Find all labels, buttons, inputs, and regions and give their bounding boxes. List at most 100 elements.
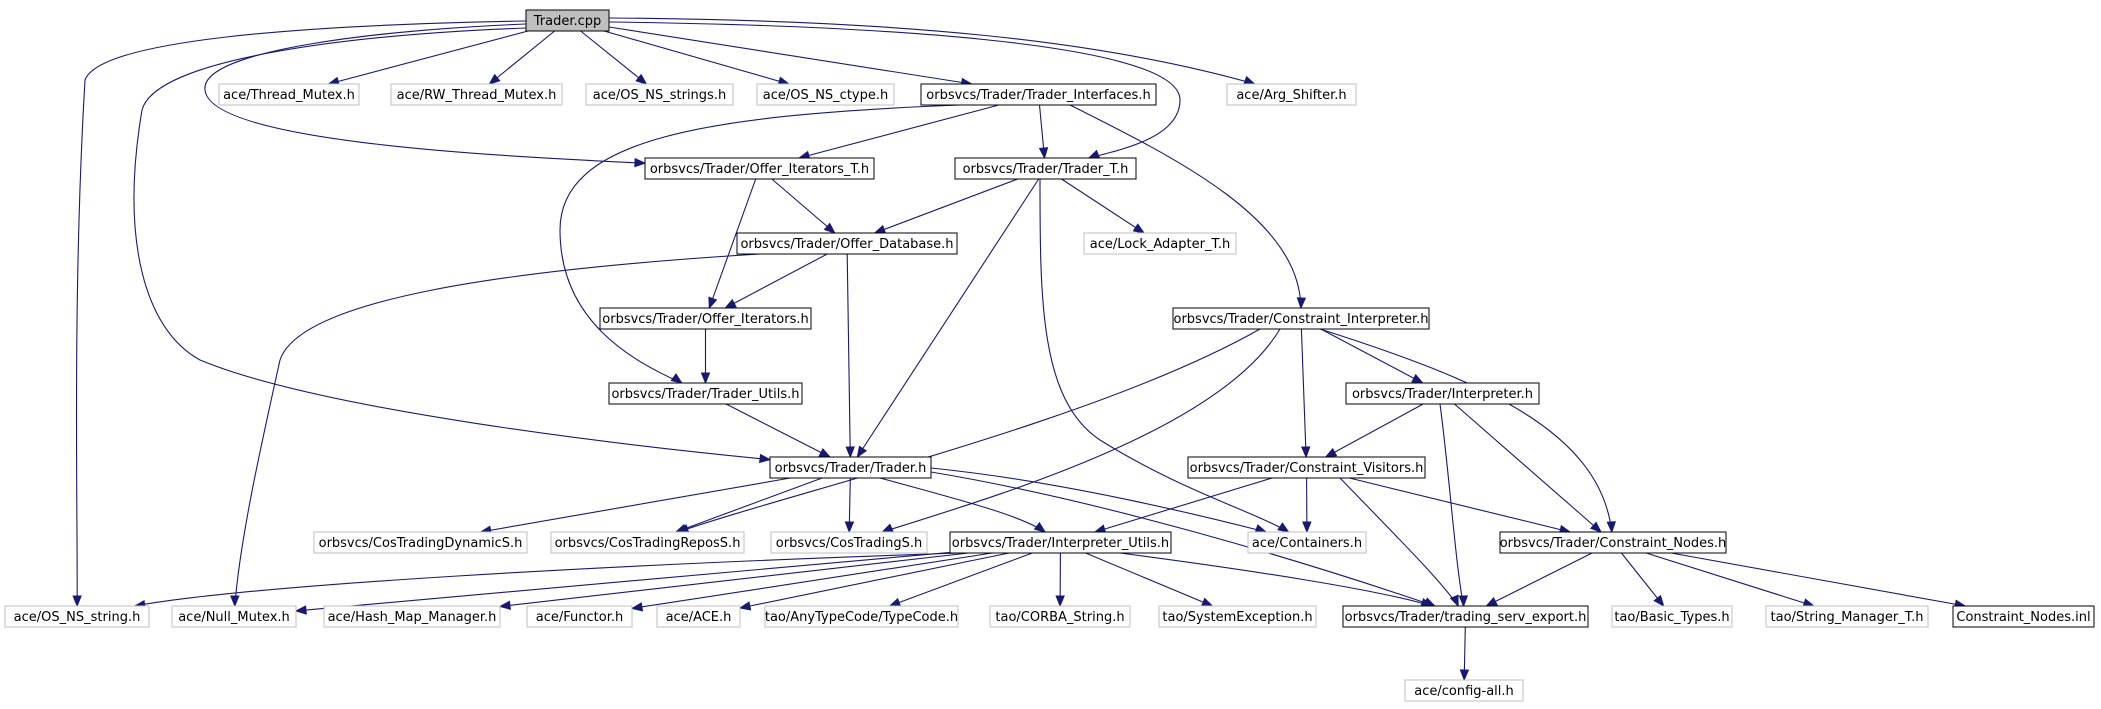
node-rw-thread-mutex[interactable]: ace/RW_Thread_Mutex.h xyxy=(390,83,563,106)
edge-offer_iterators-to-trader_utils xyxy=(700,329,711,385)
node-box xyxy=(390,83,563,106)
node-offer-iterators[interactable]: orbsvcs/Trader/Offer_Iterators.h xyxy=(599,307,812,330)
node-trader-t[interactable]: orbsvcs/Trader/Trader_T.h xyxy=(954,157,1137,180)
node-interpreter[interactable]: orbsvcs/Trader/Interpreter.h xyxy=(1345,382,1540,405)
node-label: tao/SystemException.h xyxy=(1162,610,1312,625)
node-offer-iterators-t[interactable]: orbsvcs/Trader/Offer_Iterators_T.h xyxy=(644,157,875,180)
node-interpreter-utils[interactable]: orbsvcs/Trader/Interpreter_Utils.h xyxy=(949,531,1172,554)
node-trader-interfaces[interactable]: orbsvcs/Trader/Trader_Interfaces.h xyxy=(920,83,1157,106)
node-label: ace/Containers.h xyxy=(1252,536,1362,551)
edge-trader_interfaces-to-trader_utils xyxy=(559,104,961,384)
node-constraint-nodes[interactable]: orbsvcs/Trader/Constraint_Nodes.h xyxy=(1499,531,1727,554)
node-cos-trading[interactable]: orbsvcs/CosTradingS.h xyxy=(770,531,928,554)
node-root[interactable]: Trader.cpp xyxy=(525,9,610,32)
node-box xyxy=(949,531,1172,554)
node-label: ace/Hash_Map_Manager.h xyxy=(328,610,497,625)
node-label: ace/OS_NS_ctype.h xyxy=(763,88,889,103)
node-box xyxy=(770,531,928,554)
file-nodes: Trader.cpp ace/Thread_Mutex.h ace/RW_Threa… xyxy=(4,9,2095,702)
edge-line xyxy=(631,552,993,609)
node-arg-shifter[interactable]: ace/Arg_Shifter.h xyxy=(1226,83,1357,106)
node-box xyxy=(1083,232,1237,255)
arrow-head xyxy=(708,296,718,310)
arrow-head xyxy=(1302,521,1312,534)
node-system-exception[interactable]: tao/SystemException.h xyxy=(1158,605,1317,628)
node-config-all[interactable]: ace/config-all.h xyxy=(1404,679,1524,702)
node-label: orbsvcs/Trader/Trader_T.h xyxy=(963,162,1129,177)
node-containers[interactable]: ace/Containers.h xyxy=(1247,531,1367,554)
node-thread-mutex[interactable]: ace/Thread_Mutex.h xyxy=(218,83,360,106)
node-box xyxy=(1158,605,1317,628)
edge-root-to-os_ns_ctype xyxy=(603,30,791,86)
edge-interpreter-to-constraint_nodes xyxy=(1454,403,1602,533)
arrow-head xyxy=(1300,446,1311,459)
node-constraint-interpreter[interactable]: orbsvcs/Trader/Constraint_Interpreter.h xyxy=(1172,307,1430,330)
edge-offer_database-to-trader_h xyxy=(845,253,855,459)
node-label: ace/Arg_Shifter.h xyxy=(1236,88,1346,103)
arrow-head xyxy=(856,445,868,459)
arrow-head xyxy=(1459,669,1470,682)
node-label: orbsvcs/Trader/Offer_Database.h xyxy=(740,237,953,252)
node-trader-utils[interactable]: orbsvcs/Trader/Trader_Utils.h xyxy=(608,382,803,405)
arrow-head xyxy=(700,372,711,385)
edge-line xyxy=(1039,178,1289,533)
node-box xyxy=(550,531,745,554)
node-label: orbsvcs/Trader/Trader_Interfaces.h xyxy=(926,88,1150,103)
node-constraint-nodes-inl[interactable]: Constraint_Nodes.inl xyxy=(1952,605,2095,628)
node-box xyxy=(736,232,958,255)
arrow-head xyxy=(881,523,894,533)
node-string-manager-t[interactable]: tao/String_Manager_T.h xyxy=(1765,605,1929,628)
edge-interpreter_utils-to-functor xyxy=(630,552,993,612)
node-offer-database[interactable]: orbsvcs/Trader/Offer_Database.h xyxy=(736,232,958,255)
node-functor[interactable]: ace/Functor.h xyxy=(526,605,633,628)
node-trading-serv-export[interactable]: orbsvcs/Trader/trading_serv_export.h xyxy=(1342,605,1589,628)
arrow-head xyxy=(634,157,647,168)
node-constraint-visitors[interactable]: orbsvcs/Trader/Constraint_Visitors.h xyxy=(1187,456,1426,479)
node-box xyxy=(989,605,1131,628)
arrow-head xyxy=(230,595,240,608)
edge-line xyxy=(1439,403,1465,607)
node-os-ns-ctype[interactable]: ace/OS_NS_ctype.h xyxy=(756,83,895,106)
edge-trader_interfaces-to-trader_t xyxy=(1038,104,1049,160)
edge-line xyxy=(1119,552,1432,607)
edge-constraint_visitors-to-containers xyxy=(1302,477,1312,534)
node-cos-repos[interactable]: orbsvcs/CosTradingReposS.h xyxy=(550,531,745,554)
arrow-head xyxy=(635,73,648,85)
edge-line xyxy=(1320,328,1423,384)
edge-trader_t-to-offer_database xyxy=(873,178,1018,234)
node-trader-h[interactable]: orbsvcs/Trader/Trader.h xyxy=(769,456,932,479)
arrow-head xyxy=(1243,75,1256,85)
node-label: ace/OS_NS_strings.h xyxy=(593,88,726,103)
node-box xyxy=(1952,605,2095,628)
edge-interpreter_utils-to-os_ns_string xyxy=(133,552,961,610)
node-os-ns-string[interactable]: ace/OS_NS_string.h xyxy=(4,605,150,628)
node-lock-adapter-t[interactable]: ace/Lock_Adapter_T.h xyxy=(1083,232,1237,255)
node-corba-string[interactable]: tao/CORBA_String.h xyxy=(989,605,1131,628)
node-label: ace/Functor.h xyxy=(536,610,623,625)
node-box xyxy=(313,531,528,554)
node-box xyxy=(171,605,297,628)
node-typecode[interactable]: tao/AnyTypeCode/TypeCode.h xyxy=(764,605,959,628)
node-cos-dynamic[interactable]: orbsvcs/CosTradingDynamicS.h xyxy=(313,531,528,554)
node-box xyxy=(585,83,734,106)
edge-line xyxy=(1094,477,1273,533)
edge-root-to-trader_t xyxy=(608,21,1181,159)
edge-line xyxy=(75,20,527,607)
edge-line xyxy=(603,30,790,85)
node-box xyxy=(656,605,741,628)
edge-constraint_nodes-to-trading_serv_export xyxy=(1485,552,1593,607)
dependency-edges xyxy=(72,17,1967,682)
edge-line xyxy=(1061,178,1145,234)
node-hash-map-manager[interactable]: ace/Hash_Map_Manager.h xyxy=(323,605,501,628)
node-ace-h[interactable]: ace/ACE.h xyxy=(656,605,741,628)
edge-line xyxy=(846,253,851,458)
node-os-ns-strings[interactable]: ace/OS_NS_strings.h xyxy=(585,83,734,106)
edge-line xyxy=(328,30,529,85)
node-label: orbsvcs/Trader/Constraint_Interpreter.h xyxy=(1174,312,1429,327)
node-basic-types[interactable]: tao/Basic_Types.h xyxy=(1611,605,1733,628)
node-null-mutex[interactable]: ace/Null_Mutex.h xyxy=(171,605,297,628)
edge-line xyxy=(134,552,961,607)
node-box xyxy=(1765,605,1929,628)
node-label: ace/Thread_Mutex.h xyxy=(223,88,355,103)
